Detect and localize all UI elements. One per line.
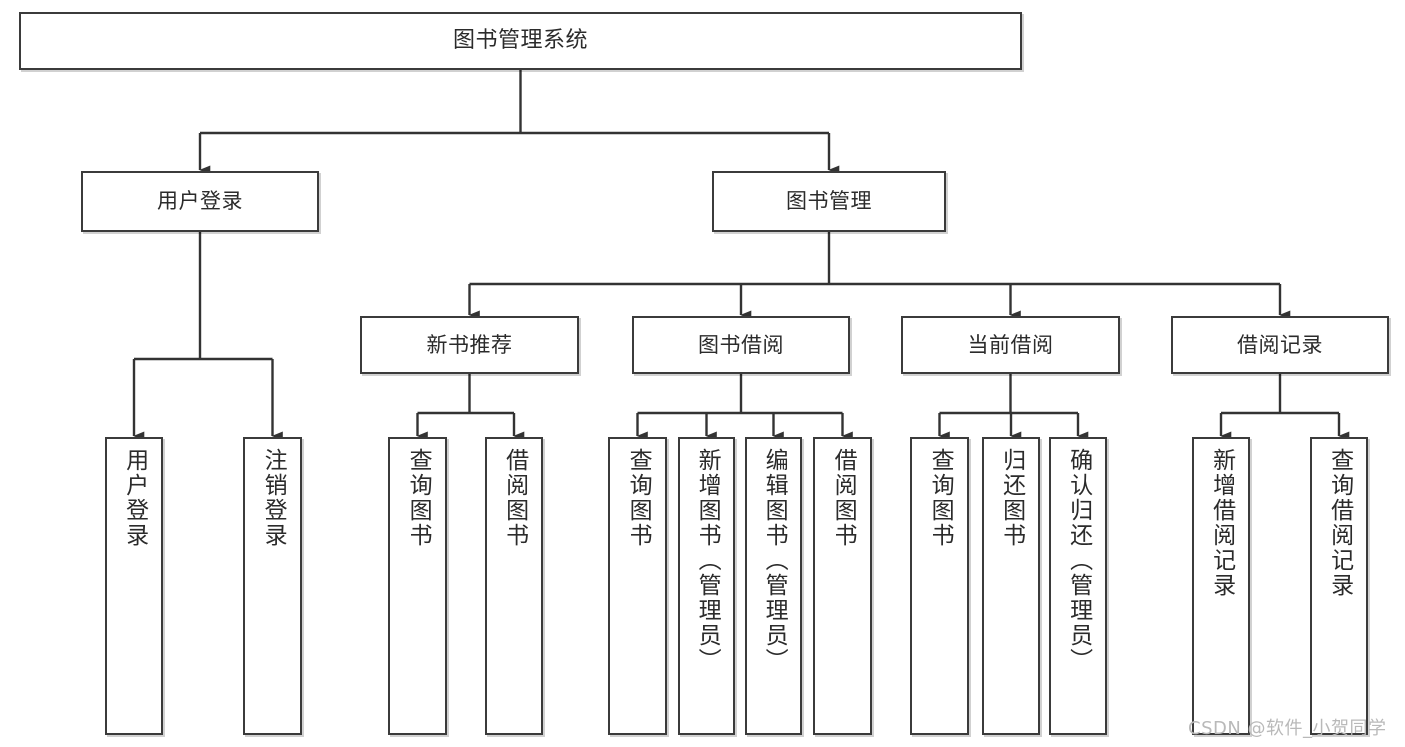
node-label: 用户登录 [121, 448, 148, 548]
node-label: 归还图书 [998, 448, 1025, 548]
node-root-book-management-system[interactable]: 图书管理系统 [19, 12, 1022, 70]
node-label: 编辑图书（管理员） [761, 448, 788, 673]
node-leaf-query-book-1[interactable]: 查询图书 [388, 437, 447, 735]
node-borrowing-record[interactable]: 借阅记录 [1171, 316, 1389, 374]
node-label: 查询图书 [405, 448, 432, 548]
node-label: 查询借阅记录 [1326, 448, 1353, 598]
node-leaf-borrow-book-2[interactable]: 借阅图书 [813, 437, 872, 735]
node-leaf-user-login[interactable]: 用户登录 [105, 437, 163, 735]
node-leaf-return-book[interactable]: 归还图书 [982, 437, 1040, 735]
node-leaf-confirm-return-admin[interactable]: 确认归还（管理员） [1049, 437, 1107, 735]
node-current-borrowing[interactable]: 当前借阅 [901, 316, 1120, 374]
node-label: 借阅图书 [830, 448, 857, 548]
node-leaf-add-borrow-record[interactable]: 新增借阅记录 [1192, 437, 1250, 735]
node-leaf-query-book-2[interactable]: 查询图书 [608, 437, 667, 735]
node-label: 注销登录 [260, 448, 287, 548]
node-leaf-add-book-admin[interactable]: 新增图书（管理员） [678, 437, 735, 735]
node-label: 新增借阅记录 [1208, 448, 1235, 598]
node-leaf-query-borrow-record[interactable]: 查询借阅记录 [1310, 437, 1368, 735]
node-label: 当前借阅 [967, 332, 1054, 357]
node-label: 借阅图书 [501, 448, 528, 548]
csdn-watermark: CSDN @软件_小贺同学 [1188, 718, 1387, 739]
node-label: 确认归还（管理员） [1065, 448, 1092, 673]
node-label: 查询图书 [927, 448, 954, 548]
node-user-login[interactable]: 用户登录 [81, 171, 319, 232]
node-label: 新增图书（管理员） [694, 448, 721, 673]
node-label: 图书管理 [786, 189, 872, 214]
node-leaf-query-book-3[interactable]: 查询图书 [910, 437, 969, 735]
node-book-management[interactable]: 图书管理 [712, 171, 946, 232]
node-new-book-recommendation[interactable]: 新书推荐 [360, 316, 579, 374]
node-label: 新书推荐 [426, 332, 513, 357]
node-label: 图书借阅 [698, 332, 784, 357]
node-leaf-logout[interactable]: 注销登录 [243, 437, 302, 735]
node-label: 借阅记录 [1237, 332, 1323, 357]
node-label: 用户登录 [157, 189, 243, 214]
node-label: 查询图书 [625, 448, 652, 548]
node-leaf-edit-book-admin[interactable]: 编辑图书（管理员） [745, 437, 802, 735]
node-book-borrowing[interactable]: 图书借阅 [632, 316, 850, 374]
node-label: 图书管理系统 [452, 28, 588, 54]
node-leaf-borrow-book-1[interactable]: 借阅图书 [485, 437, 543, 735]
